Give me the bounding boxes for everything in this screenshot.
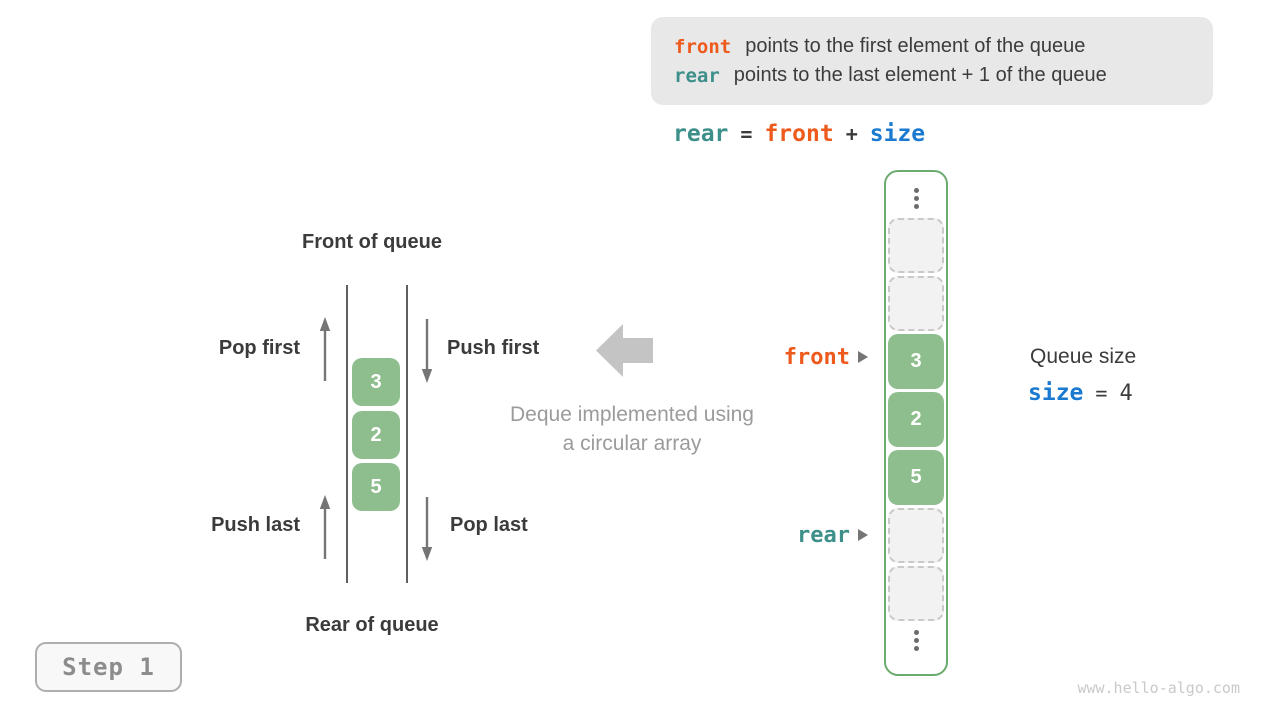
array-slot-empty-4: [888, 566, 944, 621]
step-badge: Step 1: [35, 642, 182, 692]
queue-channel-left-line: [346, 285, 348, 583]
array-slot-middle: 2: [888, 392, 944, 447]
caption: Deque implemented using a circular array: [467, 400, 797, 458]
pop-first-up-arrow-icon: [319, 317, 331, 381]
rear-of-queue-heading: Rear of queue: [305, 614, 439, 636]
caption-line-2: a circular array: [562, 432, 702, 455]
rear-keyword: rear: [674, 64, 720, 87]
legend-line-front: front points to the first element of the…: [674, 35, 1213, 58]
front-pointer-label: front: [783, 344, 850, 370]
array-slot-empty-1: [888, 218, 944, 273]
pop-last-down-arrow-icon: [421, 497, 433, 561]
deque-cell-5: 5: [352, 463, 400, 511]
deque-cell-3: 3: [352, 358, 400, 406]
formula-front: front: [764, 121, 834, 147]
block-arrow-left-icon: [596, 324, 653, 377]
pop-last-label: Pop last: [450, 514, 528, 536]
array-slot-empty-2: [888, 276, 944, 331]
pop-first-label: Pop first: [218, 337, 300, 359]
rear-pointer-label: rear: [797, 522, 850, 548]
queue-size-title: Queue size: [1030, 345, 1137, 368]
queue-channel-right-line: [406, 285, 408, 583]
array-slot-empty-3: [888, 508, 944, 563]
watermark: www.hello-algo.com: [1077, 679, 1240, 697]
legend-line-rear: rear points to the last element + 1 of t…: [674, 64, 1213, 87]
front-keyword: front: [674, 35, 732, 58]
push-first-down-arrow-icon: [421, 319, 433, 383]
ellipsis-top-icon: [913, 188, 919, 209]
push-last-label: Push last: [211, 514, 300, 536]
caption-line-1: Deque implemented using: [510, 403, 754, 426]
front-of-queue-heading: Front of queue: [302, 231, 442, 253]
formula-plus: +: [845, 122, 858, 146]
queue-size-value-row: size = 4: [1028, 380, 1133, 406]
circular-array-box: 3 2 5: [884, 170, 948, 676]
legend-rear-text: points to the last element + 1 of the qu…: [733, 64, 1107, 86]
size-variable: size: [1028, 380, 1084, 406]
ellipsis-bottom-icon: [913, 630, 919, 651]
front-pointer-triangle-icon: [858, 351, 868, 363]
push-first-label: Push first: [447, 337, 540, 359]
legend-box: front points to the first element of the…: [651, 17, 1213, 105]
array-slot-last: 5: [888, 450, 944, 505]
size-value: 4: [1119, 380, 1133, 406]
push-last-up-arrow-icon: [319, 495, 331, 559]
rear-pointer: rear: [750, 521, 868, 549]
size-equals: =: [1095, 381, 1108, 405]
deque-cell-2: 2: [352, 411, 400, 459]
formula-size: size: [869, 121, 926, 147]
array-slot-front: 3: [888, 334, 944, 389]
legend-front-text: points to the first element of the queue: [745, 35, 1086, 57]
rear-pointer-triangle-icon: [858, 529, 868, 541]
formula-equals: =: [740, 122, 753, 146]
pointer-formula: rear = front + size: [673, 121, 925, 147]
formula-rear: rear: [673, 121, 729, 147]
front-pointer: front: [750, 343, 868, 371]
